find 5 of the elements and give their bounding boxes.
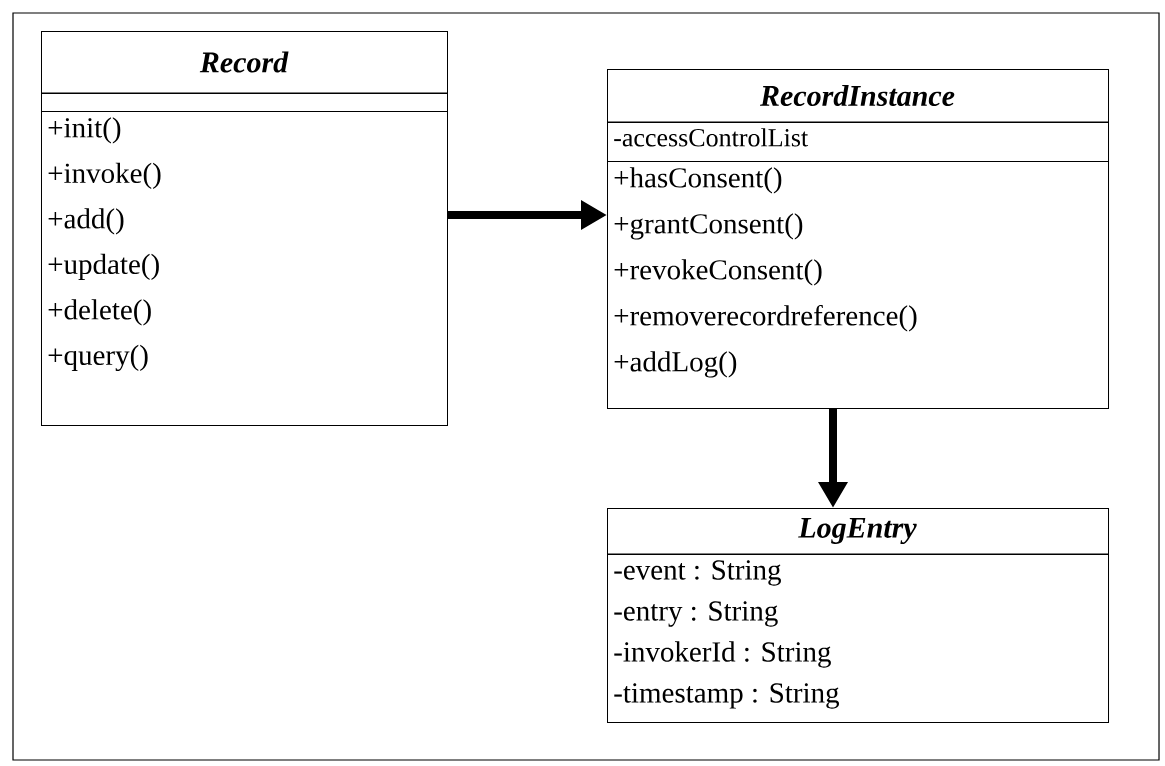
compartment: +hasConsent() +grantConsent() +revokeConsent() +removerecordreference() +addLog() [607,161,1109,409]
empty-compartment [41,93,448,112]
compartment: -accessControlList [607,122,1109,162]
compartment: -event : String -entry : String -invokerId : String -timestamp : String [607,554,1109,723]
compartment: +init() +invoke() +add() +update() +delete() +query() [41,111,448,426]
